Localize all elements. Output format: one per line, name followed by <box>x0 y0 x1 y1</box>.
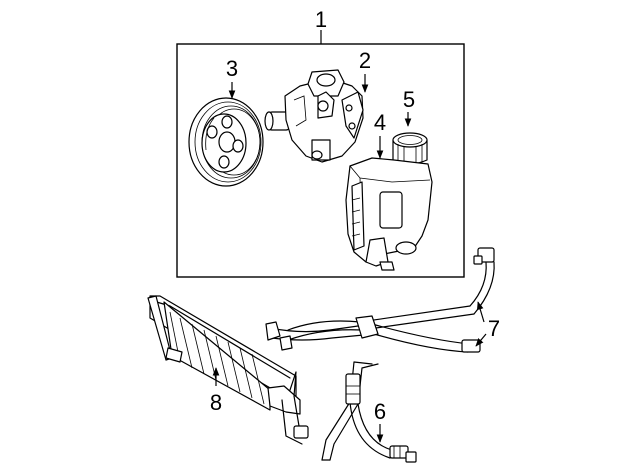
callout-3: 3 <box>226 56 238 81</box>
pressure-hose-assembly <box>265 247 495 353</box>
return-line <box>321 361 417 463</box>
callout-6: 6 <box>374 399 386 424</box>
callout-8: 8 <box>210 390 222 415</box>
callout-4: 4 <box>374 110 386 135</box>
pulley <box>188 97 264 187</box>
callout-7-arrow-lower <box>475 333 487 347</box>
callout-5: 5 <box>403 87 415 112</box>
reservoir-cap <box>392 132 428 165</box>
oil-cooler <box>147 295 309 445</box>
callout-7-arrow-upper <box>476 301 485 323</box>
callout-7: 7 <box>488 316 500 341</box>
reservoir <box>345 157 433 271</box>
power-steering-pump <box>264 69 364 163</box>
callout-1: 1 <box>315 7 327 32</box>
callout-2: 2 <box>359 48 371 73</box>
